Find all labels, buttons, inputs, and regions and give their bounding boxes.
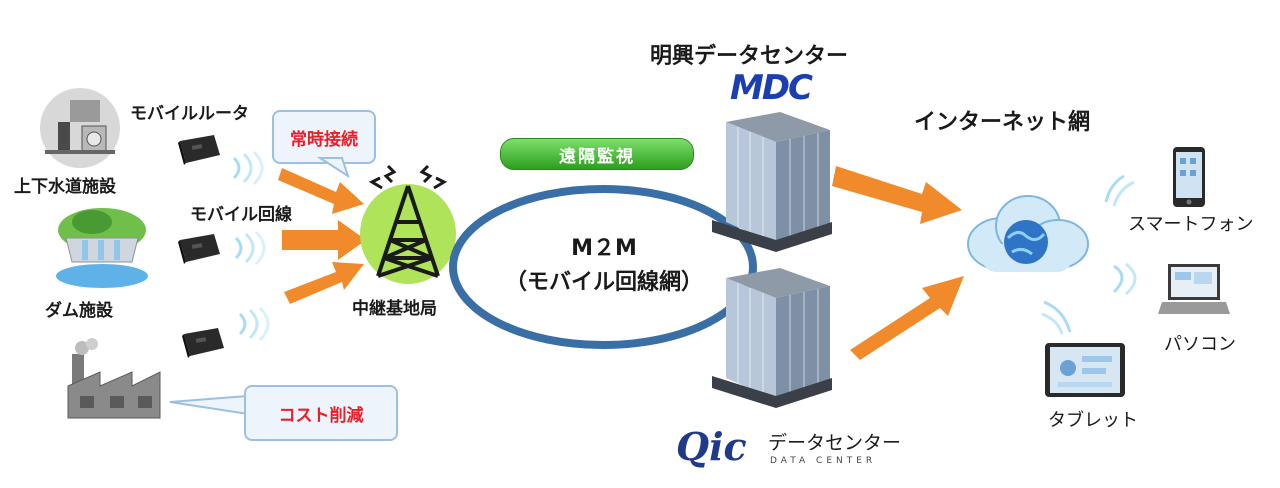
tablet-icon: [1045, 343, 1125, 397]
always-on-label: 常時接続: [290, 129, 358, 150]
qic-logo: Qic: [676, 424, 747, 469]
m2m-subtitle: （モバイル回線網）: [504, 270, 703, 295]
wireless-signal-icon: [234, 230, 266, 266]
water-facility-image: [40, 88, 120, 168]
factory-image: [67, 338, 161, 419]
mdc-logo: MDC: [730, 68, 813, 108]
smartphone-icon: [1173, 147, 1205, 207]
m2m-network-ring: [449, 185, 757, 349]
wireless-signal-icon: [1112, 262, 1137, 296]
cost-callout-pointer: [169, 394, 249, 416]
pc-label: パソコン: [1164, 334, 1236, 355]
arrow-to-internet: [832, 166, 964, 360]
dam-facility-image: [56, 208, 148, 288]
m2m-block: M２M （モバイル回線網）: [486, 232, 722, 300]
wireless-signal-icon: [1041, 300, 1072, 335]
qic-dc-building: [712, 268, 832, 408]
cost-reduction-callout: コスト削減: [244, 385, 398, 441]
qic-dc-sublabel: DATA CENTER: [770, 456, 877, 466]
always-on-callout: 常時接続: [272, 110, 376, 164]
laptop-icon: [1158, 264, 1230, 314]
dam-facility-label: ダム施設: [45, 301, 113, 321]
wireless-signal-icon: [232, 150, 264, 186]
wireless-signal-icon: [1104, 174, 1135, 207]
mobile-router-device: [178, 234, 220, 264]
mobile-router-device: [178, 135, 220, 165]
meiko-dc-building: [712, 112, 832, 252]
remote-monitoring-pill: 遠隔監視: [500, 138, 694, 170]
qic-dc-label: データセンター: [768, 432, 902, 454]
mobile-line-label: モバイル回線: [190, 205, 292, 225]
internet-cloud-icon: [967, 195, 1089, 272]
water-facility-label: 上下水道施設: [14, 177, 116, 197]
meiko-dc-label: 明興データセンター: [650, 44, 849, 69]
remote-monitoring-label: 遠隔監視: [559, 146, 635, 167]
smartphone-label: スマートフォン: [1128, 214, 1254, 235]
cost-reduction-label: コスト削減: [278, 405, 364, 426]
tablet-label: タブレット: [1048, 410, 1138, 431]
relay-tower-icon: [360, 164, 456, 284]
internet-label: インターネット網: [914, 110, 1091, 135]
relay-station-label: 中継基地局: [352, 299, 437, 319]
mobile-router-label: モバイルルータ: [130, 104, 249, 124]
mobile-router-device: [182, 328, 224, 358]
arrow-to-tower: [278, 168, 366, 304]
m2m-title: M２M: [571, 236, 637, 261]
callout-tail: [316, 157, 350, 179]
wireless-signal-icon: [238, 306, 270, 342]
